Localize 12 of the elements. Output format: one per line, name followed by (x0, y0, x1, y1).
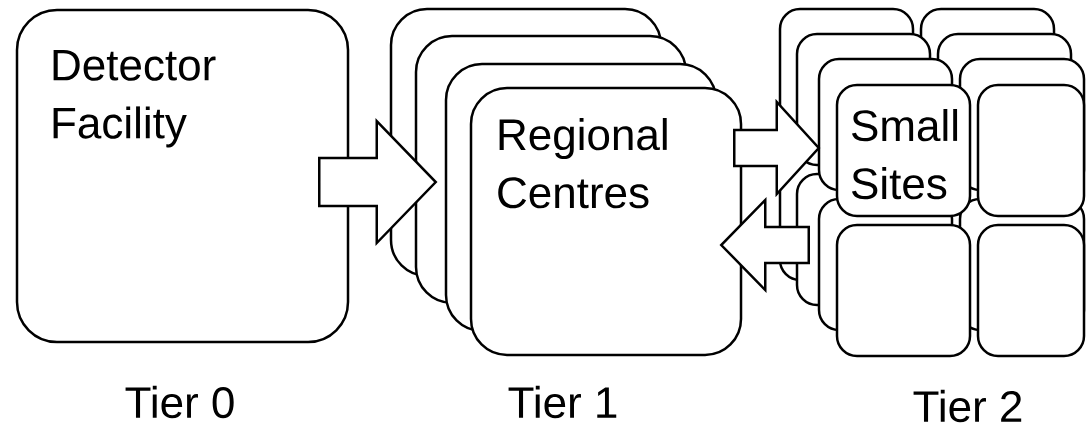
tier-label: Tier 1 (508, 385, 617, 419)
rounded-box: Small Sites (835, 83, 972, 218)
rounded-box (976, 83, 1086, 218)
rounded-box: Regional Centres (469, 86, 743, 357)
block-arrow (733, 98, 821, 198)
rounded-box: Detector Facility (15, 8, 350, 344)
rounded-box (976, 223, 1086, 358)
tier-label: Tier 2 (913, 389, 1022, 423)
block-arrow (719, 196, 810, 294)
rounded-box (835, 223, 972, 358)
block-arrow (318, 117, 438, 247)
tier-label: Tier 0 (125, 385, 234, 419)
